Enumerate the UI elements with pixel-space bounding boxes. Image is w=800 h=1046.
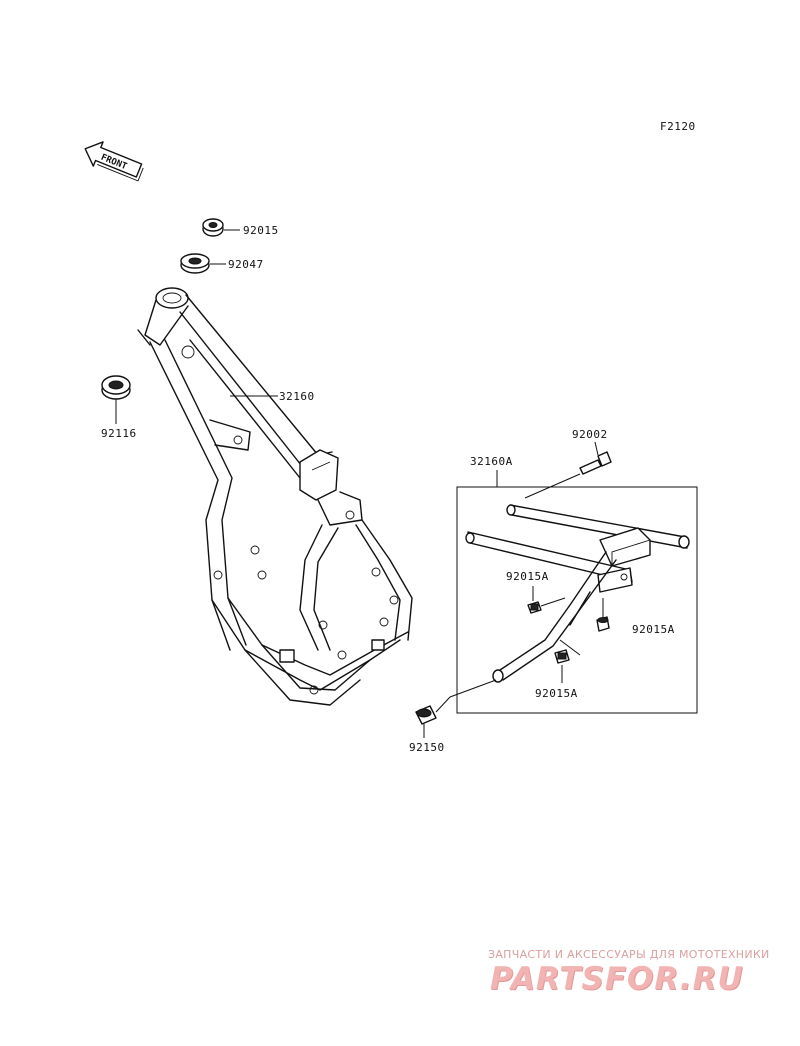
bushing-part <box>101 375 131 424</box>
watermark-tagline: ЗАПЧАСТИ И АКСЕССУАРЫ ДЛЯ МОТОТЕХНИКИ <box>488 948 770 961</box>
bolt-top-part <box>524 441 612 499</box>
bolt-lower-part <box>415 696 451 738</box>
nut-part <box>202 218 240 237</box>
subframe-callout-box <box>456 486 698 714</box>
subframe-part <box>449 504 690 698</box>
part-ref-bolt-a-bottom: 92015A <box>535 687 578 700</box>
bolt-a-left-part <box>527 586 566 614</box>
part-ref-bolt-a-right: 92015A <box>632 623 675 636</box>
bolt-a-bottom-part <box>554 649 570 683</box>
part-ref-nut: 92015 <box>243 224 279 237</box>
washer-top-part <box>180 253 226 274</box>
figure-code: F2120 <box>660 120 696 133</box>
part-ref-washer-top: 92047 <box>228 258 264 271</box>
part-ref-bolt-a-left: 92015A <box>506 570 549 583</box>
front-arrow-icon: FRONT <box>84 141 144 182</box>
part-ref-bolt-lower: 92150 <box>409 741 445 754</box>
part-ref-bushing: 92116 <box>101 427 137 440</box>
watermark-logo[interactable]: PARTSFOR.RU <box>490 961 744 997</box>
part-ref-bolt-top: 92002 <box>572 428 608 441</box>
bolt-a-right-part <box>596 598 610 632</box>
main-frame-part <box>137 287 413 706</box>
part-ref-frame: 32160 <box>279 390 315 403</box>
part-ref-subframe: 32160A <box>470 455 513 468</box>
